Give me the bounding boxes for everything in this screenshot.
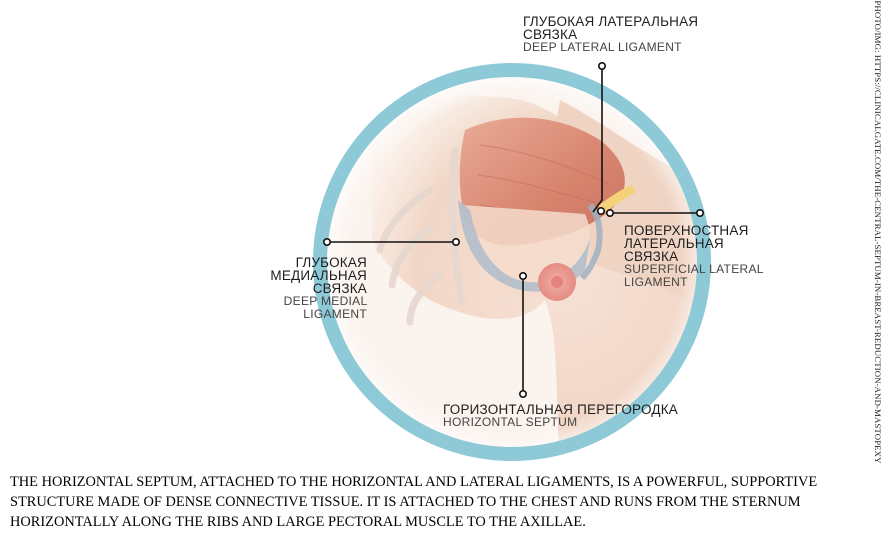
label-superficial-lateral-en-line-1: SUPERFICIAL LATERAL <box>624 262 764 276</box>
label-deep-lateral-ru-line-1: ГЛУБОКАЯ ЛАТЕРАЛЬНАЯ <box>523 14 699 29</box>
dot-deep-lateral-end <box>596 207 605 216</box>
label-deep-lateral-ru: ГЛУБОКАЯ ЛАТЕРАЛЬНАЯ СВЯЗКА <box>523 14 723 42</box>
label-deep-medial-en-line-1: DEEP MEDIAL <box>283 294 367 308</box>
leader-lines <box>327 66 700 394</box>
dot-horizontal-septum-top <box>518 271 527 280</box>
label-superficial-lateral-ligament: ПОВЕРХНОСТНАЯ ЛАТЕРАЛЬНАЯ СВЯЗКА SUPERFI… <box>624 224 774 289</box>
frame-ring <box>313 63 711 461</box>
label-superficial-lateral-ru: ПОВЕРХНОСТНАЯ ЛАТЕРАЛЬНАЯ СВЯЗКА <box>624 223 774 264</box>
label-deep-medial-ru-line-2: МЕДИАЛЬНАЯ <box>270 268 367 283</box>
label-deep-lateral-ru-line-2: СВЯЗКА <box>523 27 578 42</box>
label-deep-lateral-ligament: ГЛУБОКАЯ ЛАТЕРАЛЬНАЯ СВЯЗКА DEEP LATERAL… <box>523 15 723 54</box>
caption: THE HORIZONTAL SEPTUM, ATTACHED TO THE H… <box>10 472 890 532</box>
caption-text: THE HORIZONTAL SEPTUM, ATTACHED TO THE H… <box>10 474 818 530</box>
dot-deep-medial-end <box>451 238 460 247</box>
image-credit-text: PHOTO/IMG: HTTPS://CLINICALGATE.COM/THE-… <box>873 0 883 464</box>
leader-dots <box>322 61 704 398</box>
label-horizontal-septum-ru: ГОРИЗОНТАЛЬНАЯ ПЕРЕГОРОДКА <box>443 402 678 417</box>
label-superficial-lateral-ru-line-3: СВЯЗКА <box>624 249 679 264</box>
image-credit: PHOTO/IMG: HTTPS://CLINICALGATE.COM/THE-… <box>868 0 888 463</box>
label-superficial-lateral-en: SUPERFICIAL LATERAL LIGAMENT <box>624 263 774 289</box>
leader-deep-lateral <box>592 66 603 213</box>
label-horizontal-septum-en: HORIZONTAL SEPTUM <box>443 415 578 429</box>
dot-superficial-lateral-start <box>605 209 614 218</box>
label-horizontal-septum: ГОРИЗОНТАЛЬНАЯ ПЕРЕГОРОДКА HORIZONTAL SE… <box>443 403 743 429</box>
label-deep-medial-en: DEEP MEDIAL LIGAMENT <box>245 295 367 321</box>
dot-horizontal-septum-bottom <box>518 389 527 398</box>
dot-superficial-lateral-end <box>695 209 704 218</box>
label-deep-medial-en-line-2: LIGAMENT <box>303 307 367 321</box>
anatomy-diagram <box>313 61 711 461</box>
label-superficial-lateral-en-line-2: LIGAMENT <box>624 275 688 289</box>
dot-deep-medial-start <box>322 238 331 247</box>
label-deep-medial-ru-line-1: ГЛУБОКАЯ <box>295 255 367 270</box>
label-superficial-lateral-ru-line-1: ПОВЕРХНОСТНАЯ <box>624 223 749 238</box>
label-deep-medial-ru: ГЛУБОКАЯ МЕДИАЛЬНАЯ СВЯЗКА <box>245 255 367 296</box>
label-deep-medial-ligament: ГЛУБОКАЯ МЕДИАЛЬНАЯ СВЯЗКА DEEP MEDIAL L… <box>245 256 367 321</box>
label-superficial-lateral-ru-line-2: ЛАТЕРАЛЬНАЯ <box>624 236 724 251</box>
dot-deep-lateral-top <box>597 61 606 70</box>
anatomy-illustration <box>327 77 697 447</box>
label-deep-lateral-en: DEEP LATERAL LIGAMENT <box>523 40 682 54</box>
label-deep-medial-ru-line-3: СВЯЗКА <box>312 281 367 296</box>
